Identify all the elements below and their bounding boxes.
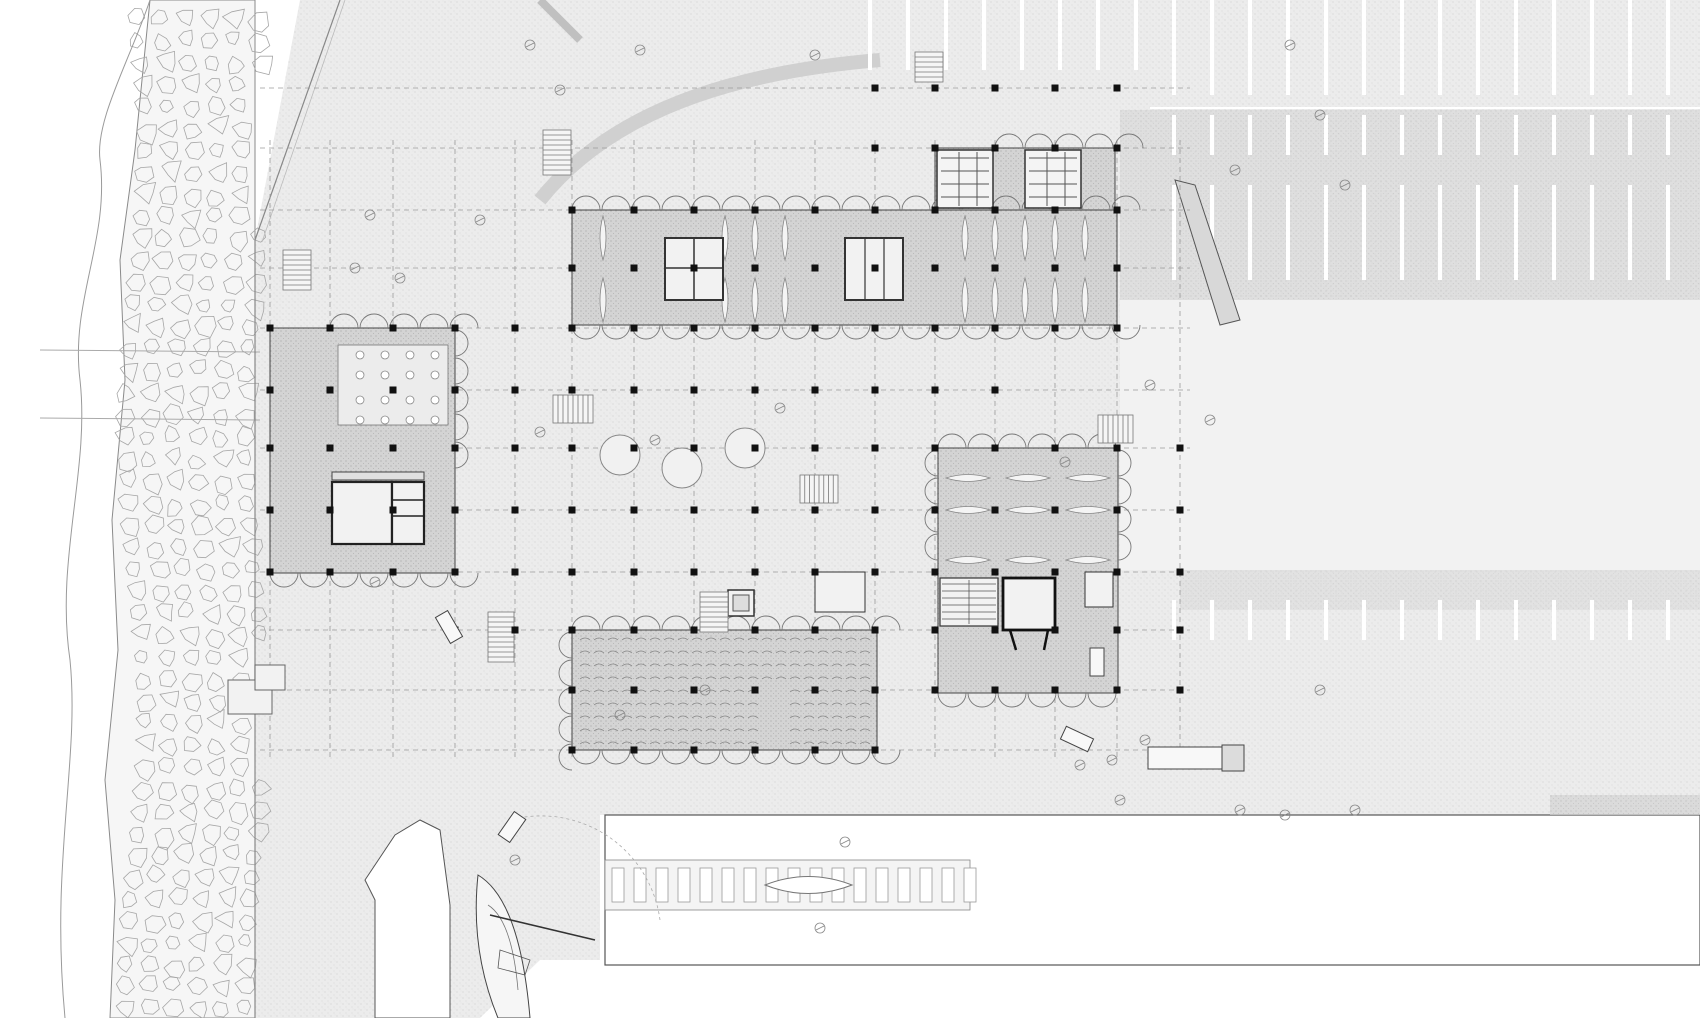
kiosk-wing	[254, 664, 286, 691]
boat	[475, 874, 596, 1018]
pier	[604, 814, 1700, 966]
swing-arc	[509, 815, 661, 921]
south-hall	[558, 571, 901, 771]
quay-edge	[261, 0, 346, 243]
parking-bays	[868, 0, 1670, 640]
north-hall	[571, 133, 1144, 340]
mooring-line	[39, 417, 261, 421]
stairs	[282, 51, 1134, 663]
vehicles	[434, 609, 1245, 844]
east-field-light	[1120, 300, 1700, 570]
quay-edge	[254, 0, 341, 241]
ramp	[1174, 179, 1241, 326]
landing-structure	[364, 819, 451, 1018]
mooring-line	[39, 349, 261, 353]
trees	[349, 39, 1361, 934]
curved-path	[534, 53, 881, 205]
water-edge	[60, 0, 151, 1018]
round-tables	[599, 427, 766, 489]
diagonal-road	[537, 0, 583, 43]
east-strip	[1550, 795, 1700, 815]
west-pavilion	[269, 313, 479, 588]
columns	[266, 84, 1184, 754]
